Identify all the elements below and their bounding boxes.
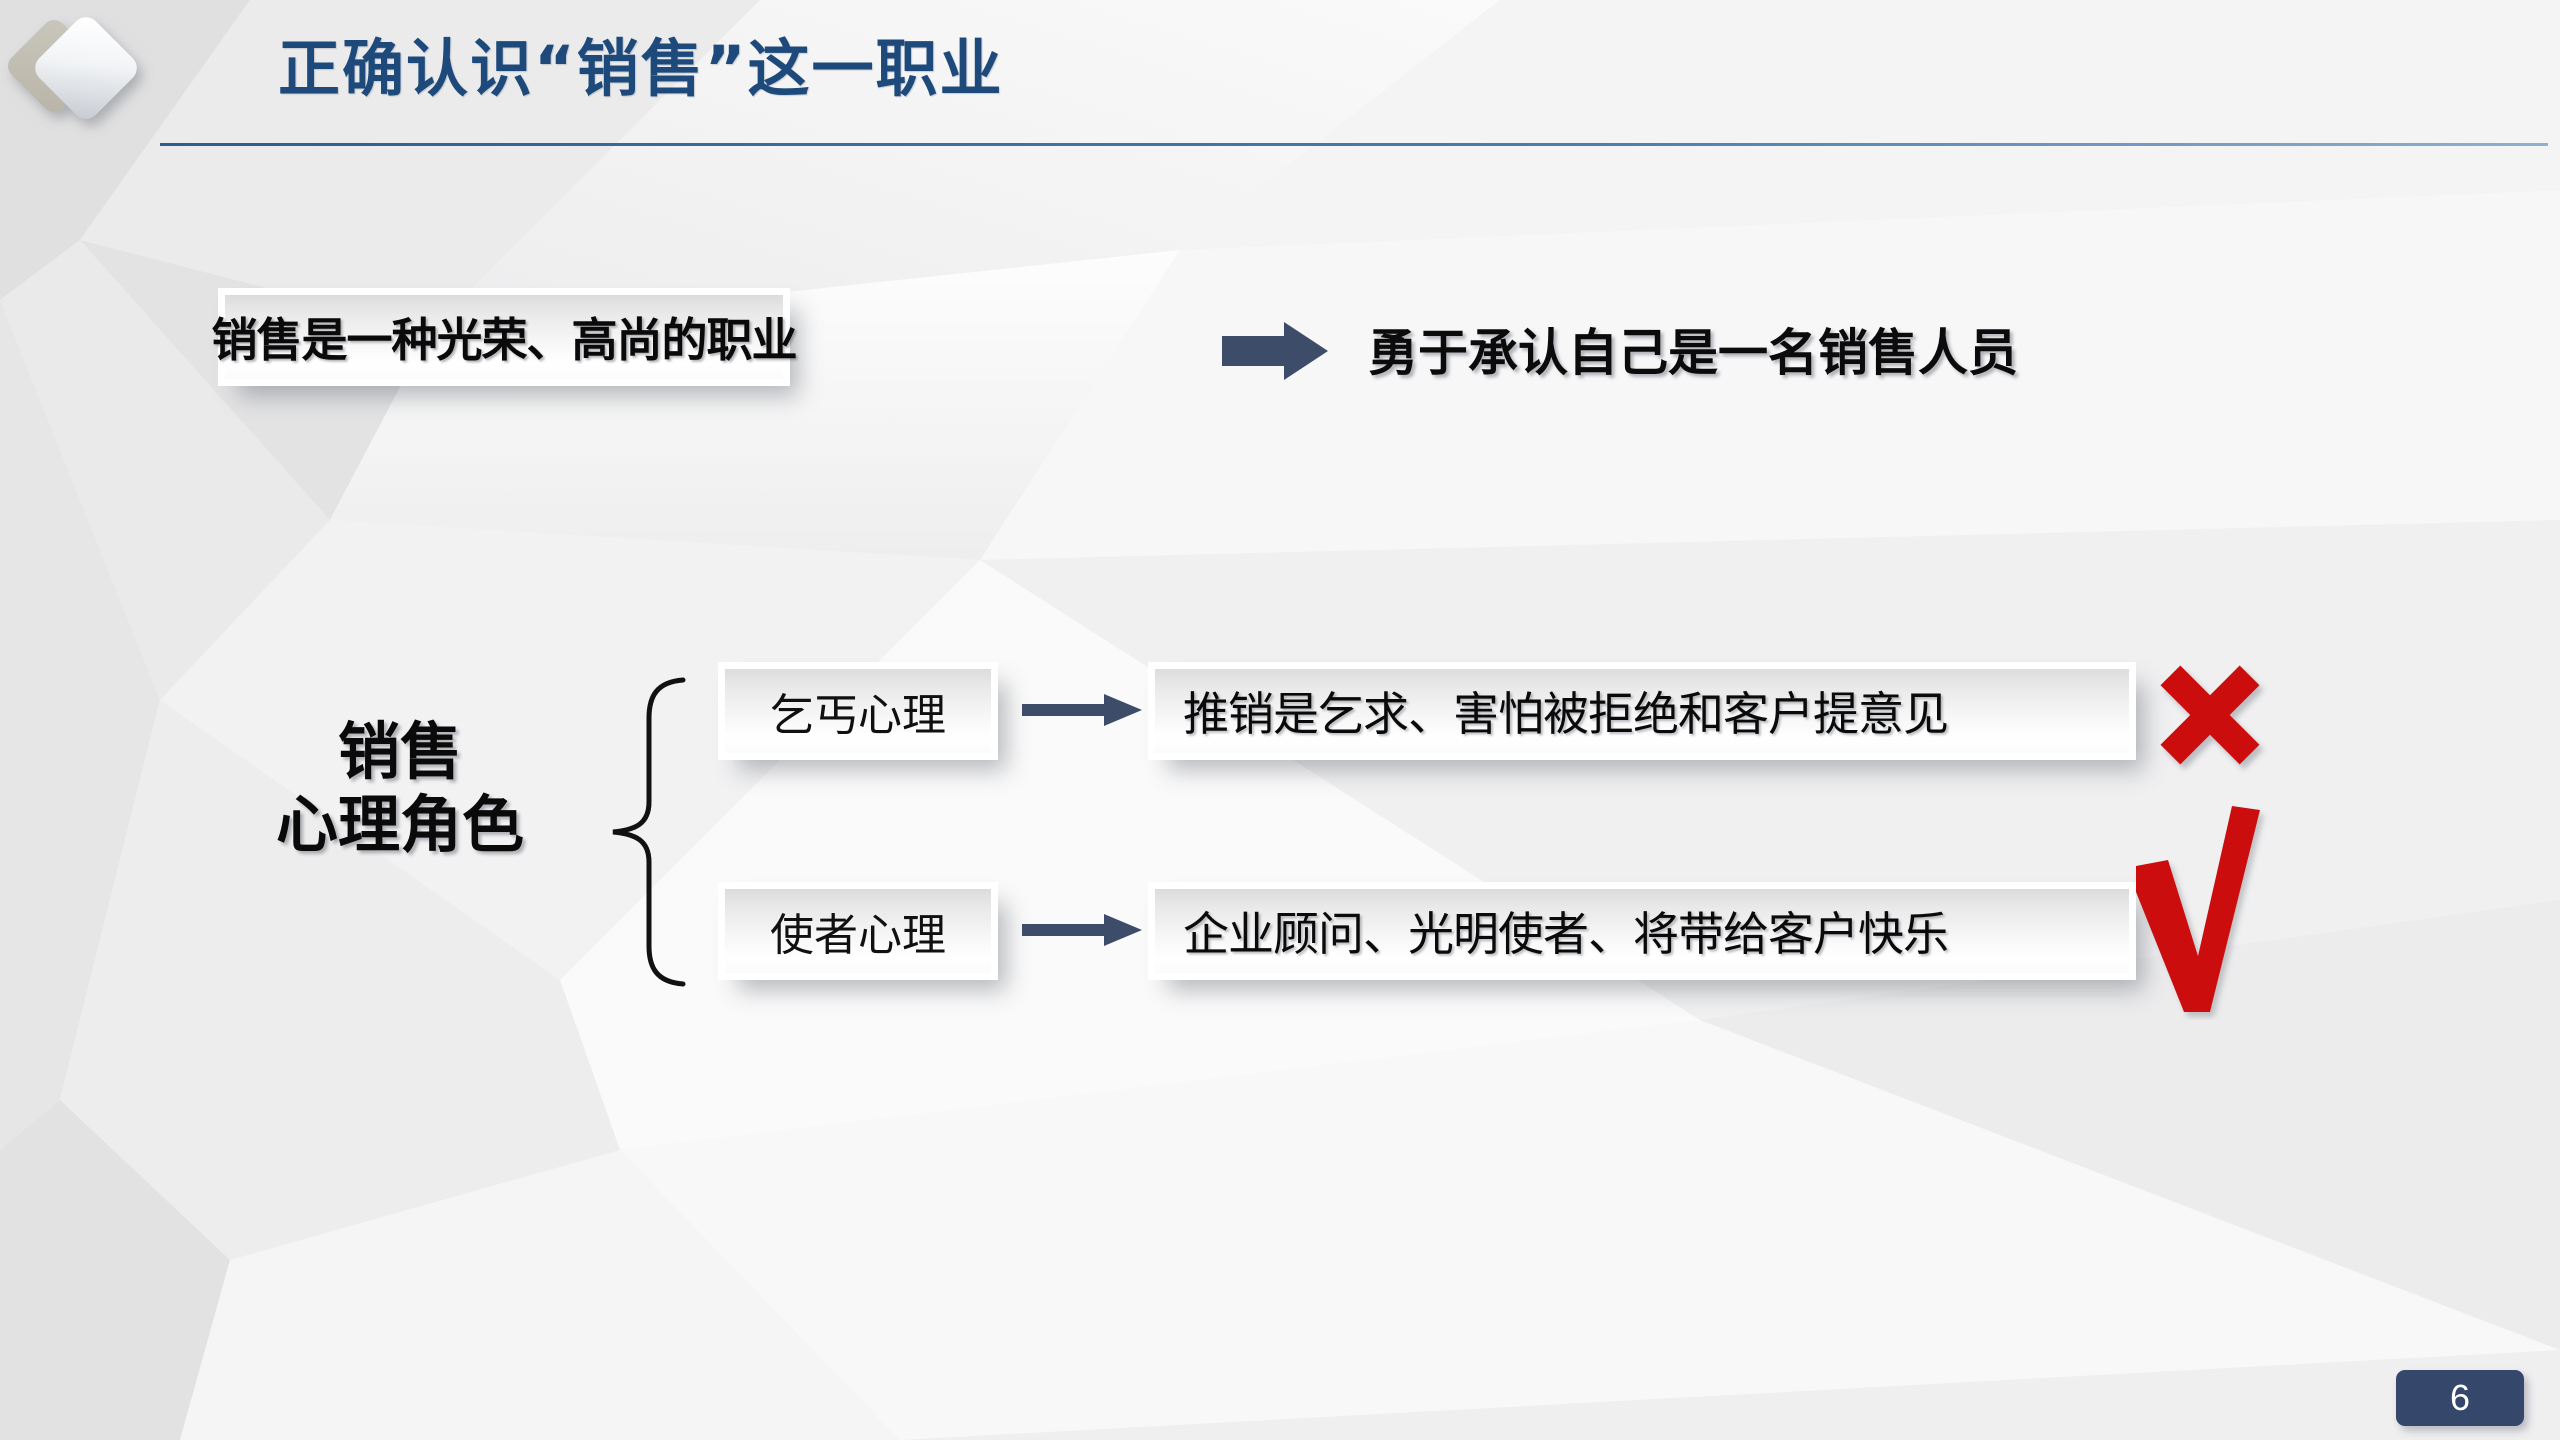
diamond-logo-icon [8, 17, 137, 119]
statement-box: 销售是一种光荣、高尚的职业 [212, 288, 798, 386]
group-label-line-1: 销售 [337, 715, 462, 788]
statement-text: 销售是一种光荣、高尚的职业 [211, 313, 798, 367]
result-box-1: 推销是乞求、害怕被拒绝和客户提意见 [1148, 662, 2136, 760]
slide-header: 正确认识“销售”这一职业 [0, 0, 2560, 160]
result-text-2: 企业顾问、光明使者、将带给客户快乐 [1183, 907, 1949, 961]
group-label-line-2: 心理角色 [275, 788, 524, 862]
page-number-badge: 6 [2396, 1370, 2524, 1426]
title-underline [160, 143, 2548, 146]
right-arrow-icon-1 [1022, 694, 1142, 726]
group-label: 销售 心理角色 [200, 715, 600, 861]
right-block-arrow-icon [1222, 322, 1328, 380]
role-label-box-1: 乞丐心理 [718, 662, 998, 760]
result-box-2: 企业顾问、光明使者、将带给客户快乐 [1148, 882, 2136, 980]
role-label-box-2: 使者心理 [718, 882, 998, 980]
role-label-text-1: 乞丐心理 [770, 690, 946, 741]
result-text-1: 推销是乞求、害怕被拒绝和客户提意见 [1183, 687, 1949, 741]
page-number-text: 6 [2449, 1377, 2471, 1418]
conclusion-text: 勇于承认自己是一名销售人员 [1368, 324, 2018, 382]
page-title: 正确认识“销售”这一职业 [278, 32, 1004, 105]
role-label-text-2: 使者心理 [770, 910, 946, 961]
right-arrow-icon-2 [1022, 914, 1142, 946]
curly-brace-icon [612, 677, 686, 987]
red-cross-icon [2160, 665, 2260, 765]
red-check-icon [2136, 806, 2260, 1012]
